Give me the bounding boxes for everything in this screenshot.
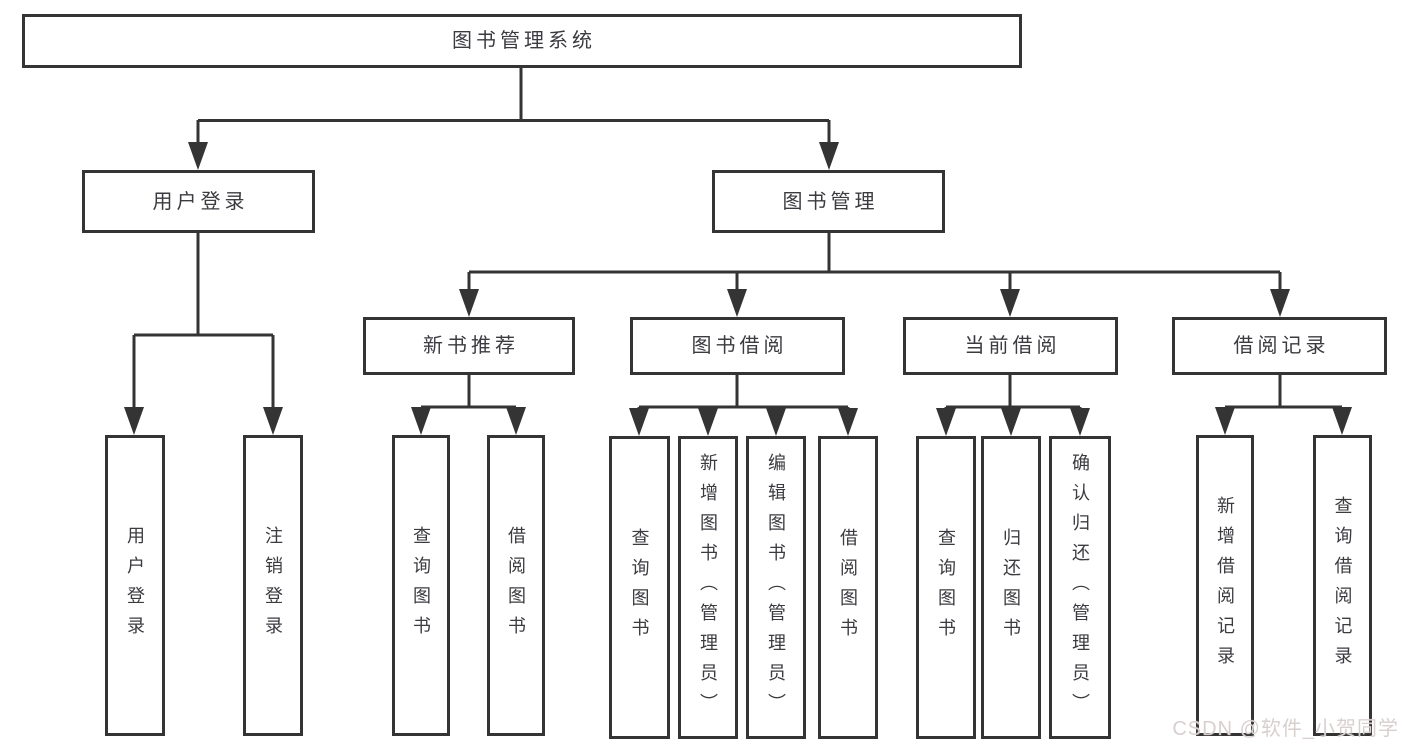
node-label: 新增借阅记录: [1215, 495, 1235, 676]
node-label: 借阅记录: [1233, 335, 1330, 357]
node-logout-action: 注销登录: [243, 435, 303, 736]
node-label: 用户登录: [152, 190, 249, 213]
node-label: 借阅图书: [838, 527, 858, 648]
node-label: 借阅图书: [506, 525, 526, 646]
node-new-book-recommend: 新书推荐: [363, 317, 575, 375]
node-label: 确认归还（管理员）: [1070, 452, 1090, 723]
node-query-books-3: 查询图书: [916, 436, 976, 739]
arrow-down-icon: [766, 408, 786, 436]
arrow-down-icon: [698, 408, 718, 436]
arrow-down-icon: [506, 407, 526, 435]
node-query-borrow-record: 查询借阅记录: [1313, 435, 1372, 736]
node-label: 查询图书: [936, 527, 956, 648]
node-label: 图书管理系统: [452, 30, 596, 52]
arrow-down-icon: [263, 407, 283, 435]
node-user-login-action: 用户登录: [105, 435, 165, 736]
arrow-down-icon: [936, 408, 956, 436]
node-label: 注销登录: [263, 525, 283, 646]
node-borrow-books-1: 借阅图书: [487, 435, 545, 736]
node-add-borrow-record: 新增借阅记录: [1196, 435, 1254, 736]
arrow-down-icon: [1270, 289, 1290, 317]
node-label: 图书管理: [782, 190, 879, 213]
node-label: 查询图书: [411, 525, 431, 646]
arrow-down-icon: [819, 142, 839, 170]
node-edit-book-admin: 编辑图书（管理员）: [746, 436, 806, 739]
node-book-management: 图书管理: [712, 170, 945, 233]
node-library-system: 图书管理系统: [22, 14, 1022, 68]
node-book-borrow: 图书借阅: [630, 317, 845, 375]
node-current-borrow: 当前借阅: [903, 317, 1118, 375]
arrow-down-icon: [459, 289, 479, 317]
node-add-book-admin: 新增图书（管理员）: [678, 436, 738, 739]
node-label: 当前借阅: [964, 335, 1061, 357]
arrow-down-icon: [838, 408, 858, 436]
node-user-login: 用户登录: [82, 170, 315, 233]
arrow-down-icon: [1001, 408, 1021, 436]
node-label: 编辑图书（管理员）: [766, 452, 786, 723]
arrow-down-icon: [629, 408, 649, 436]
node-query-books-2: 查询图书: [609, 436, 670, 739]
node-label: 归还图书: [1001, 527, 1021, 648]
node-label: 查询图书: [629, 527, 650, 648]
node-label: 图书借阅: [691, 335, 788, 357]
node-borrow-books-2: 借阅图书: [818, 436, 878, 739]
arrowheads: [124, 142, 1352, 436]
node-query-books-1: 查询图书: [392, 435, 450, 736]
node-label: 新书推荐: [423, 335, 519, 357]
arrow-down-icon: [1070, 408, 1090, 436]
arrow-down-icon: [727, 289, 747, 317]
node-label: 查询借阅记录: [1332, 495, 1353, 676]
arrow-down-icon: [411, 407, 431, 435]
arrow-down-icon: [1000, 289, 1020, 317]
arrow-down-icon: [188, 142, 208, 170]
node-label: 用户登录: [125, 525, 145, 646]
arrow-down-icon: [1215, 407, 1235, 435]
node-return-books: 归还图书: [981, 436, 1041, 739]
node-label: 新增图书（管理员）: [698, 452, 718, 723]
arrow-down-icon: [124, 407, 144, 435]
csdn-watermark: CSDN @软件_小贺同学: [1172, 718, 1399, 740]
arrow-down-icon: [1332, 407, 1352, 435]
node-confirm-return-admin: 确认归还（管理员）: [1049, 436, 1111, 739]
node-borrow-records: 借阅记录: [1172, 317, 1387, 375]
